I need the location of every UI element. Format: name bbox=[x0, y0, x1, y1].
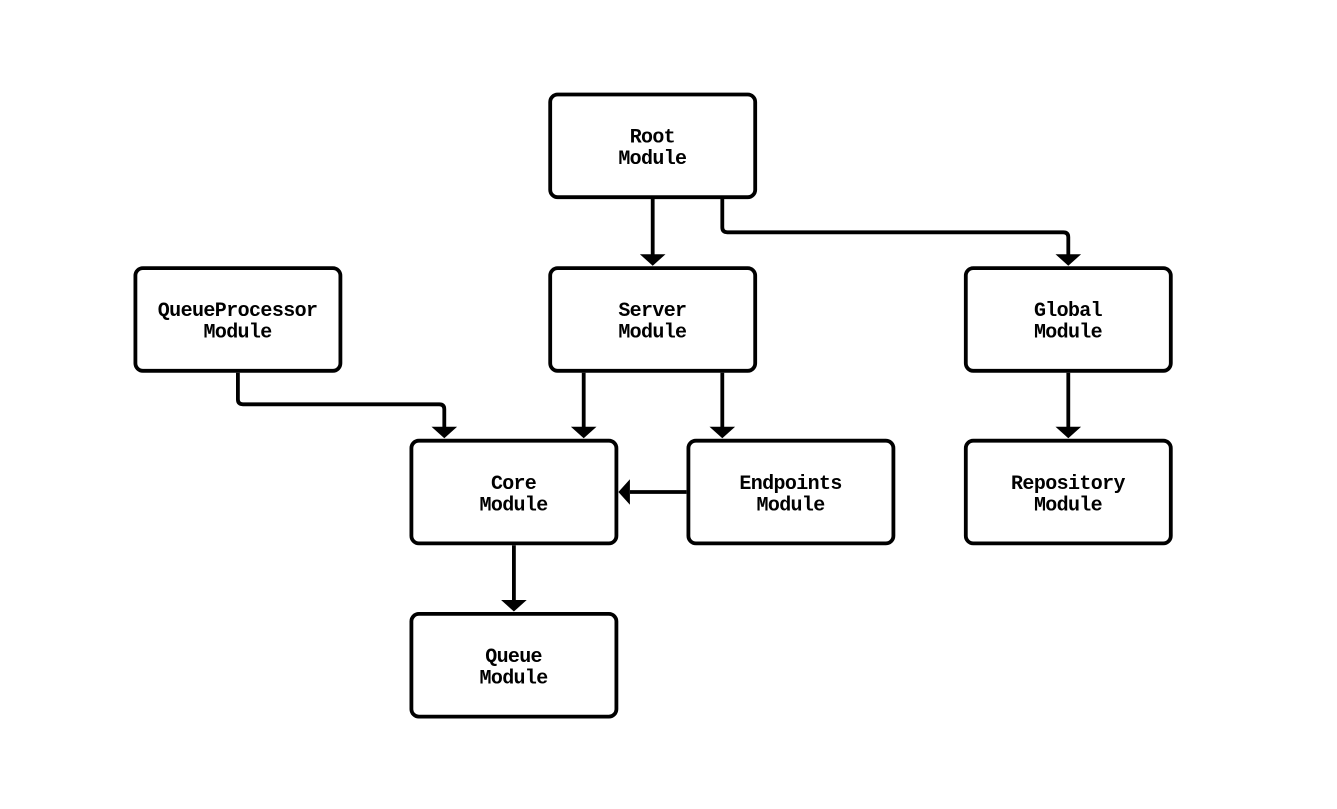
svg-text:Module: Module bbox=[618, 148, 687, 171]
svg-text:Server: Server bbox=[618, 300, 687, 323]
svg-text:Module: Module bbox=[204, 322, 273, 345]
svg-text:Module: Module bbox=[480, 494, 549, 517]
svg-text:Core: Core bbox=[491, 473, 537, 496]
svg-text:Module: Module bbox=[757, 494, 826, 517]
svg-text:Module: Module bbox=[1034, 322, 1103, 345]
svg-text:Global: Global bbox=[1034, 300, 1103, 323]
svg-text:QueueProcessor: QueueProcessor bbox=[158, 300, 318, 323]
svg-text:Module: Module bbox=[618, 322, 687, 345]
svg-text:Module: Module bbox=[480, 668, 549, 691]
svg-text:Endpoints: Endpoints bbox=[739, 473, 842, 496]
svg-text:Repository: Repository bbox=[1011, 473, 1126, 496]
svg-text:Root: Root bbox=[630, 127, 676, 150]
svg-text:Module: Module bbox=[1034, 494, 1103, 517]
svg-text:Queue: Queue bbox=[485, 646, 542, 669]
